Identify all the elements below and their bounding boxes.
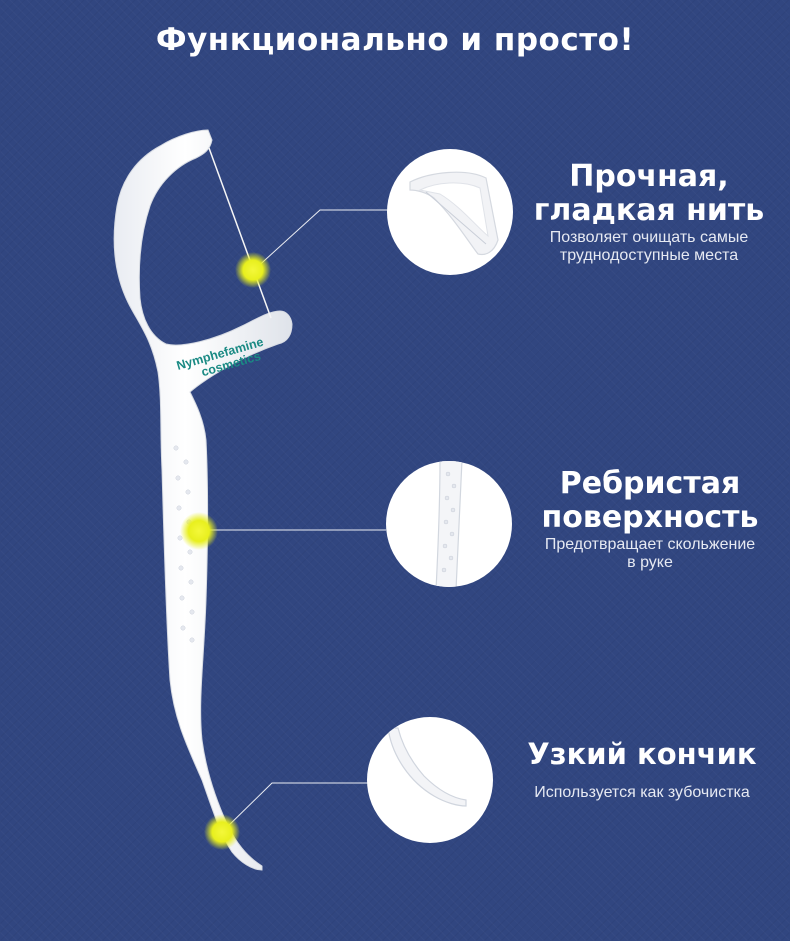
pick-tip-closeup-icon [367, 717, 493, 843]
floss-pick [113, 129, 293, 871]
feature-desc-line1: Позволяет очищать самые [549, 229, 749, 247]
feature-desc-line1: Используется как зубочистка [534, 784, 750, 802]
callout-line-3 [221, 782, 368, 833]
feature-title-line1: Прочная, [569, 159, 729, 194]
feature-title-line1: Узкий кончик [527, 737, 757, 771]
floss-pick-body [113, 129, 293, 871]
feature-title-line2: гладкая нить [533, 193, 765, 229]
floss-thread [208, 147, 272, 319]
highlight-dot-2 [180, 512, 218, 550]
feature-desc-line2: труднодоступные места [559, 247, 739, 265]
page-title: Функционально и просто! [155, 22, 635, 58]
feature-desc-line2: в руке [627, 554, 673, 572]
floss-thread-closeup-icon [387, 149, 513, 275]
callout-line-1 [253, 209, 388, 271]
highlight-dot-1 [235, 252, 271, 288]
feature-ribbed-surface: Ребристая поверхность Предотвращает скол… [514, 466, 786, 572]
feature-desc-line1: Предотвращает скольжение [544, 536, 756, 554]
callout-lines [200, 209, 388, 833]
feature-title-line1: Ребристая [559, 466, 741, 501]
feature-narrow-tip: Узкий кончик Используется как зубочистка [506, 737, 778, 802]
ribbed-handle-closeup-icon [386, 461, 512, 587]
feature-strong-floss: Прочная, гладкая нить Позволяет очищать … [520, 159, 778, 265]
highlight-dot-3 [204, 814, 240, 850]
feature-title-line2: поверхность [541, 500, 759, 536]
